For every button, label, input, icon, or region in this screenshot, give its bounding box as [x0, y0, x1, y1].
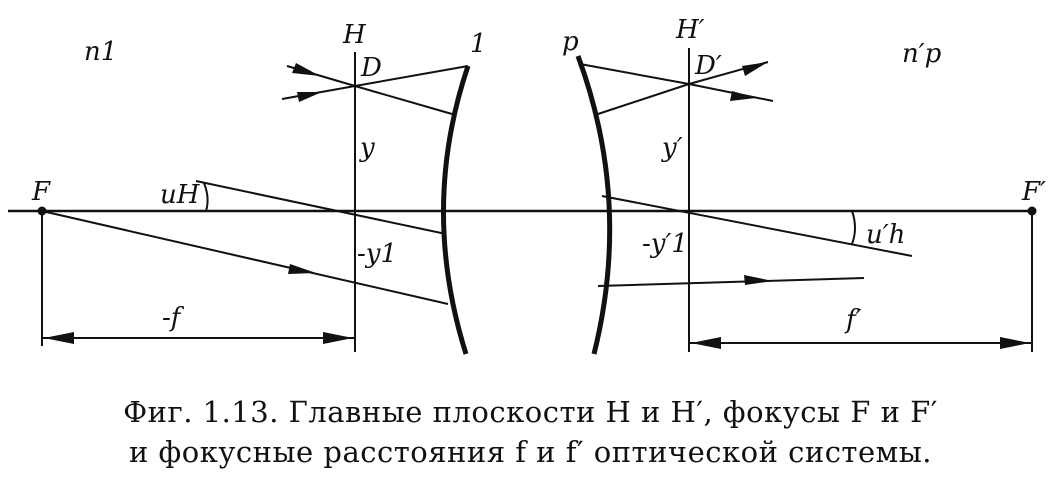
first-lens-surface: [441, 65, 471, 355]
dimension-arrow: [323, 332, 353, 344]
label-d: D: [360, 53, 382, 83]
ray-arrow: [730, 91, 756, 101]
last-lens-surface: [575, 55, 613, 355]
angle-arc-uh: [203, 182, 209, 212]
outgoing-ray-lower: [688, 83, 774, 102]
ray-lens-mid-to-d-prime: [597, 83, 690, 115]
focus-point-f-prime: [1027, 206, 1037, 216]
caption-line-2: и фокусные расстояния f и f′ оптической …: [128, 435, 932, 469]
label-h-prime: H′: [675, 15, 705, 45]
label-minus-y1: -y1: [357, 239, 397, 269]
optical-system-diagram: n1 n′p H H′ D D′ 1 p y y′ F F′ uH u′h -y…: [8, 15, 1046, 355]
label-h: H: [342, 20, 367, 50]
ray-lens-top-to-d-prime: [579, 63, 690, 85]
label-surface-1: 1: [470, 29, 487, 59]
ray-arrow: [288, 264, 316, 274]
angle-arc-uh-prime: [851, 210, 856, 245]
label-focal-length-f: -f: [162, 303, 185, 333]
label-angle-uh: uH: [160, 180, 201, 210]
label-y: y: [359, 133, 375, 163]
angle-ray-uh: [195, 180, 447, 235]
label-minus-y1-prime: -y′1: [642, 229, 688, 259]
label-angle-uh-prime: u′h: [866, 220, 905, 250]
label-focal-length-f-prime: f′: [844, 305, 862, 335]
dimension-arrow: [44, 332, 74, 344]
ray-d-to-lens-mid: [354, 85, 453, 115]
dimension-arrow: [1000, 337, 1030, 349]
ray-arrow: [744, 275, 773, 285]
ray-arrow: [742, 62, 768, 76]
label-focus-f-prime: F′: [1021, 177, 1046, 207]
angle-ray-uh-prime: [601, 195, 913, 257]
dimension-arrow: [691, 337, 721, 349]
figure-caption: Фиг. 1.13. Главные плоскости H и H′, фок…: [0, 392, 1061, 472]
ray-arrow: [292, 63, 320, 76]
label-focus-f: F: [31, 177, 51, 207]
ray-arrow: [297, 92, 322, 102]
label-n-prime-p: n′p: [902, 39, 942, 69]
ray-d-to-lens-top: [354, 65, 469, 87]
label-d-prime: D′: [694, 51, 722, 81]
focus-point-f: [37, 206, 47, 216]
label-n1: n1: [84, 37, 117, 67]
ray-from-focus-f: [41, 210, 449, 305]
label-y-prime: y′: [661, 133, 683, 163]
parallel-output-ray: [597, 277, 865, 287]
caption-line-1: Фиг. 1.13. Главные плоскости H и H′, фок…: [123, 395, 938, 429]
label-surface-p: p: [562, 27, 579, 57]
